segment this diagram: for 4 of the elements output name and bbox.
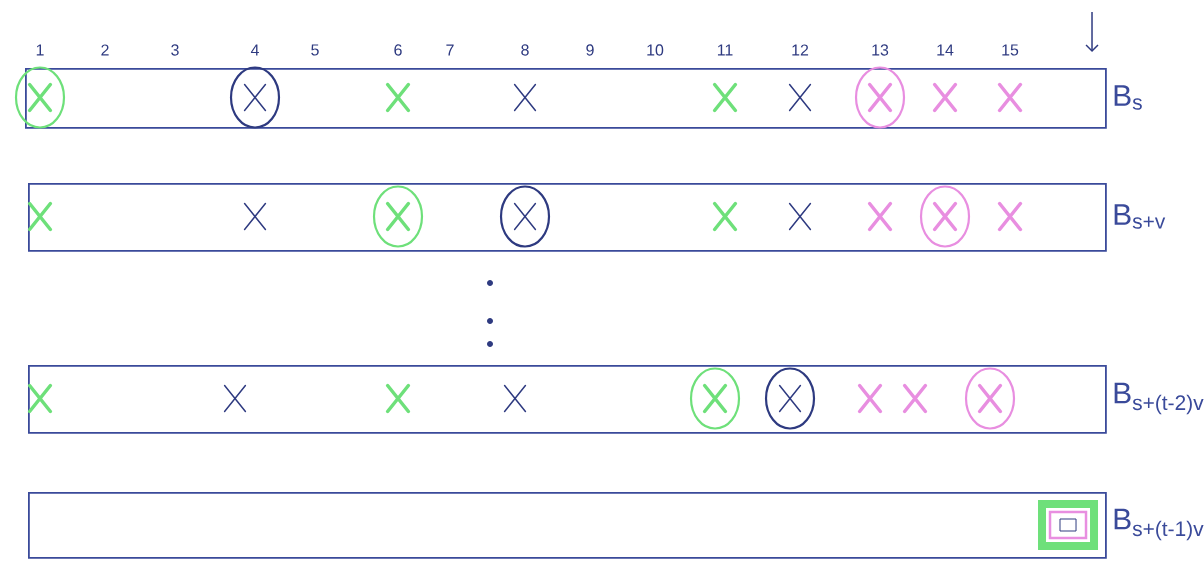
bar-label: B$_{s+v}$ (1114, 204, 1166, 229)
bar-label: B$_{s+(t-2)v}$ (1114, 382, 1204, 415)
bar-label: B$_{s}$ (1114, 85, 1142, 110)
bar-label: B$_{s+(t-1)v}$ (1114, 508, 1204, 541)
